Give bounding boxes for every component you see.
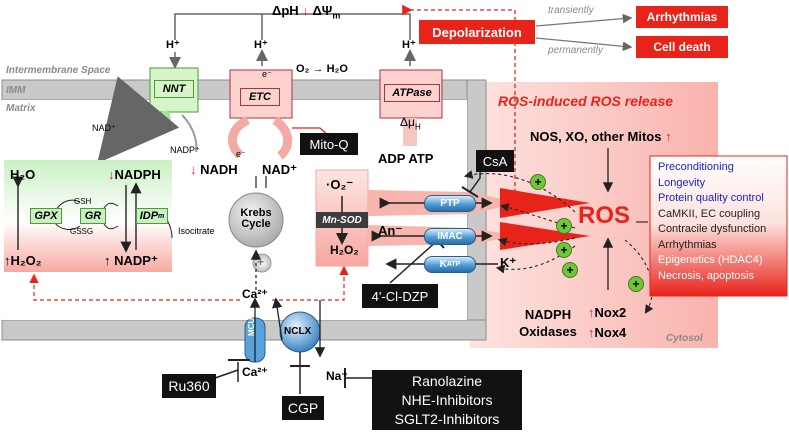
mito-q-box: Mito-Q [300, 133, 358, 155]
gpx-enzyme: GPX [30, 208, 62, 224]
redox-h2o: H₂O [10, 167, 36, 182]
effect-dark-0: CaMKII, EC coupling [658, 207, 761, 220]
inhibitor-sglt2: SGLT2-Inhibitors [394, 410, 500, 427]
inhibitors-box: Ranolazine NHE-Inhibitors SGLT2-Inhibito… [372, 370, 522, 430]
intermembrane-space-label: Intermembrane Space [6, 65, 111, 76]
k-plus-label: K⁺ [500, 255, 517, 270]
h-plus-etc: H⁺ [254, 39, 268, 51]
nadh-label: ↓ NADH [190, 162, 238, 177]
rirr-title: ROS-induced ROS release [498, 93, 674, 109]
csa-box: CsA [476, 150, 514, 172]
ru360-box: Ru360 [162, 374, 216, 398]
imm-label: IMM [6, 85, 26, 96]
cl-dzp-box: 4'-Cl-DZP [362, 284, 438, 308]
plus-imac: + [556, 218, 572, 234]
nox2-label: ↑Nox2 [588, 305, 627, 320]
plus-nox: + [628, 276, 644, 292]
h-plus-nnt: H⁺ [166, 39, 180, 51]
ca-matrix-label: Ca²⁺ [242, 287, 268, 301]
cgp-box: CGP [282, 396, 324, 420]
effect-blue-0: Preconditioning [658, 161, 734, 173]
redox-nadph: ↓NADPH [108, 167, 161, 182]
permanently-label: permanently [548, 45, 604, 56]
h-plus-atpase: H⁺ [402, 39, 416, 51]
nadp-plus-small: NADP⁺ [170, 145, 200, 155]
anion-label: An⁻ [378, 223, 403, 238]
mn-sod-box: Mn-SOD [316, 212, 368, 228]
atpase-protein: ATPase [384, 84, 440, 102]
o2-label: O₂ → H₂O [296, 63, 348, 75]
etc-protein: ETC [240, 88, 280, 106]
inhibitor-nhe: NHE-Inhibitors [401, 391, 493, 408]
nclx-label: NCLX [284, 326, 312, 337]
gsh-label: GSH [74, 197, 92, 206]
plus-katp-2: + [562, 262, 578, 278]
effect-blue-1: Longevity [658, 176, 706, 189]
cytosol-label: Cytosol [666, 333, 703, 344]
cell-death-box: Cell death [636, 36, 728, 58]
effect-dark-2: Arrhythmias [658, 238, 717, 251]
arrhythmias-box: Arrhythmias [636, 6, 728, 28]
delta-ph-label: ΔpH ↓ ΔΨm [272, 3, 341, 21]
ca-cytosol-label: Ca²⁺ [242, 365, 268, 379]
mcu-channel-label: MCU [247, 317, 256, 336]
redox-h2o2: ↑H₂O₂ [4, 253, 42, 268]
positive-modulation-sign: + [257, 255, 265, 269]
effect-necrosis: Necrosis, apoptosis [658, 269, 754, 282]
transiently-label: transiently [548, 5, 594, 16]
inhibitor-ranolazine: Ranolazine [411, 372, 483, 389]
delta-mu-label: ΔμH [400, 115, 421, 132]
superoxide-label: ·O₂⁻ [326, 177, 354, 192]
redox-nadp: ↑ NADP⁺ [104, 253, 158, 268]
matrix-label: Matrix [6, 103, 36, 114]
plus-ptp: + [530, 174, 546, 190]
ros-label: ROS [578, 202, 631, 229]
depolarization-box: Depolarization [419, 20, 535, 44]
nnt-protein: NNT [154, 80, 194, 98]
effect-epigenetics: Epigenetics (HDAC4) [658, 254, 763, 266]
isocitrate-label: Isocitrate [178, 226, 215, 236]
e-minus-bottom: e⁻ [236, 149, 246, 159]
gr-enzyme: GR [80, 208, 106, 224]
ptp-channel: PTP [424, 195, 476, 212]
e-minus-top: e⁻ [262, 69, 272, 79]
na-plus-label: Na⁺ [326, 369, 348, 383]
adp-atp-label: ADP ATP [378, 151, 434, 166]
nox4-label: ↑Nox4 [588, 325, 627, 340]
gssg-label: GSSG [70, 227, 94, 236]
effect-dark-1: Contracile dysfunction [658, 223, 767, 235]
imac-channel: IMAC [424, 228, 476, 245]
nos-xo-label: NOS, XO, other Mitos ↑ [530, 129, 672, 144]
h2o2-mid-label: H₂O₂ [330, 243, 359, 257]
nad-plus-small: NAD⁺ [92, 123, 116, 133]
effect-blue-2: Protein quality control [658, 192, 764, 204]
effects-list: Preconditioning Longevity Protein qualit… [658, 160, 766, 284]
plus-katp: + [556, 242, 572, 258]
nad-plus-label: NAD⁺ [262, 162, 298, 177]
